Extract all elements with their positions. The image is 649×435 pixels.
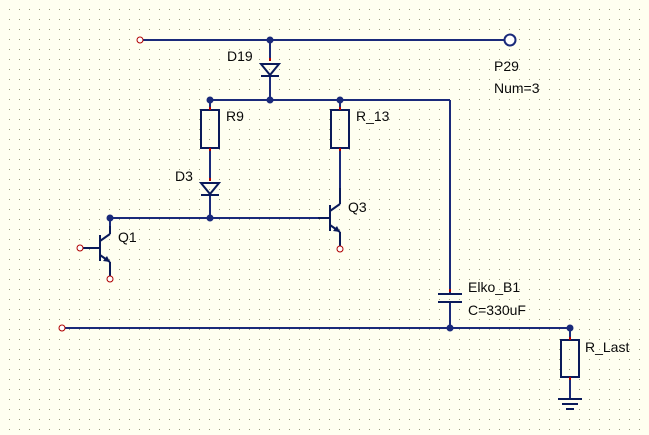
open-pin-icon[interactable] [336,245,344,253]
junction-dot [206,214,214,222]
transistor-q1[interactable]: Q1 [80,226,137,276]
capacitor-elko-b1[interactable]: Elko_B1 C=330uF [438,279,526,318]
open-pin-icon[interactable] [136,36,144,44]
junction-dot [106,214,114,222]
transistor-q3[interactable]: Q3 [318,188,367,246]
diode-d3-label: D3 [175,168,193,184]
pin-markers [209,58,571,380]
transistor-q3-collector [329,203,341,212]
junction-dot [446,324,454,332]
diode-d19-label: D19 [227,48,253,64]
pin-marker [209,148,211,151]
pin-marker [209,178,211,181]
diode-d3-symbol [198,182,222,196]
open-pin-icon[interactable] [76,244,84,252]
transistor-q1-collector [99,233,111,242]
ground-icon [558,398,582,410]
open-pin-icon[interactable] [106,275,114,283]
pin-marker [339,107,341,110]
pin-marker [339,148,341,151]
junction-dot [566,324,574,332]
open-pin-icon[interactable] [58,324,66,332]
transistor-q3-arrow [333,226,340,232]
transistor-q1-label: Q1 [118,229,137,245]
port-p29-terminal[interactable] [503,33,517,47]
wires [62,39,571,398]
junction-dot [266,96,274,104]
resistor-r9-label: R9 [226,108,244,124]
diode-d3[interactable]: D3 [175,168,222,196]
port-p29[interactable]: P29 Num=3 [490,33,540,97]
port-p29-label: P29 [494,58,519,74]
capacitor-elko-b1-param: C=330uF [468,302,526,318]
junctions [106,36,574,332]
pin-marker [269,58,271,61]
resistor-r13-label: R_13 [356,108,390,124]
open-pins [58,36,344,332]
diode-d19[interactable]: D19 [227,48,282,77]
junction-dot [206,96,214,104]
junction-dot [266,36,274,44]
pin-marker [209,107,211,110]
pin-marker [449,289,451,292]
transistor-q1-arrow [103,256,110,262]
resistor-r-last-label: R_Last [585,339,629,355]
pin-marker [569,337,571,340]
transistor-q3-label: Q3 [348,199,367,215]
junction-dot [336,96,344,104]
pin-marker [569,377,571,380]
capacitor-elko-b1-label: Elko_B1 [468,279,520,295]
diode-d19-symbol [258,63,282,77]
port-p29-param: Num=3 [494,80,540,96]
